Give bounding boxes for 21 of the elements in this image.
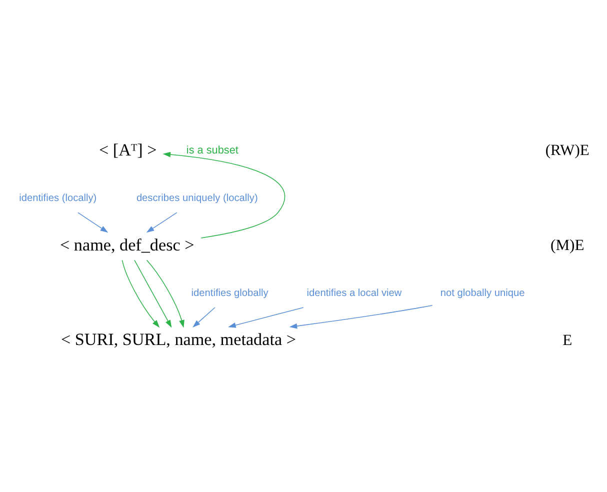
arrow: [228, 307, 304, 328]
node-text: < name, def_desc >: [60, 235, 194, 254]
node-text: < SURI, SURL, name, metadata >: [60, 330, 296, 350]
edge-label: is a subset: [186, 144, 238, 156]
label: (M)E: [550, 236, 584, 254]
arrow: [162, 152, 286, 238]
arrow: [122, 260, 160, 328]
node-text: identifies globally: [191, 288, 268, 300]
arrow: [146, 260, 184, 328]
arrow: [134, 260, 172, 328]
arrow: [192, 307, 216, 328]
arrow: [78, 212, 108, 233]
arrow: [289, 304, 433, 329]
label: (RW)E: [545, 142, 590, 159]
arrow: [146, 212, 178, 233]
node-text: not globally unique: [440, 288, 525, 300]
node-text: describes uniquely (locally): [136, 193, 258, 204]
label: E: [562, 332, 572, 349]
node-text: identifies a local view: [306, 288, 402, 300]
node-text: identifies (locally): [19, 193, 97, 204]
node-text: < [Aᵀ] >: [99, 140, 157, 160]
